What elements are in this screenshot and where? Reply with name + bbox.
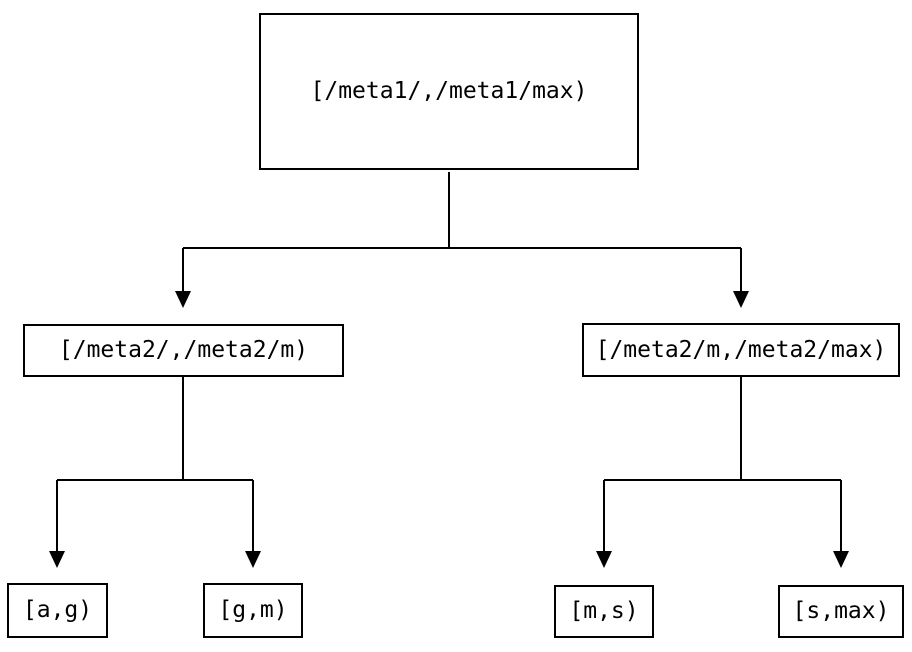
node-leaf-ag: [a,g)	[7, 583, 108, 638]
node-leaf-smax-label: [s,max)	[792, 598, 890, 624]
node-leaf-ms: [m,s)	[554, 585, 654, 638]
arrowhead-down-icon	[175, 291, 191, 308]
node-meta2-right: [/meta2/m,/meta2/max)	[582, 323, 900, 377]
arrowhead-down-icon	[49, 551, 65, 568]
arrowhead-down-icon	[833, 551, 849, 568]
node-root-label: [/meta1/,/meta1/max)	[310, 78, 588, 104]
arrowhead-down-icon	[733, 291, 749, 308]
node-meta2-left: [/meta2/,/meta2/m)	[23, 324, 344, 377]
node-leaf-gm: [g,m)	[203, 583, 303, 638]
arrowhead-down-icon	[596, 551, 612, 568]
node-leaf-smax: [s,max)	[778, 585, 904, 638]
arrowhead-down-icon	[245, 551, 261, 568]
node-root: [/meta1/,/meta1/max)	[259, 13, 639, 170]
node-leaf-gm-label: [g,m)	[218, 597, 288, 623]
node-leaf-ms-label: [m,s)	[569, 598, 639, 624]
node-meta2-right-label: [/meta2/m,/meta2/max)	[595, 336, 887, 363]
node-meta2-left-label: [/meta2/,/meta2/m)	[58, 337, 309, 363]
node-leaf-ag-label: [a,g)	[22, 597, 93, 623]
